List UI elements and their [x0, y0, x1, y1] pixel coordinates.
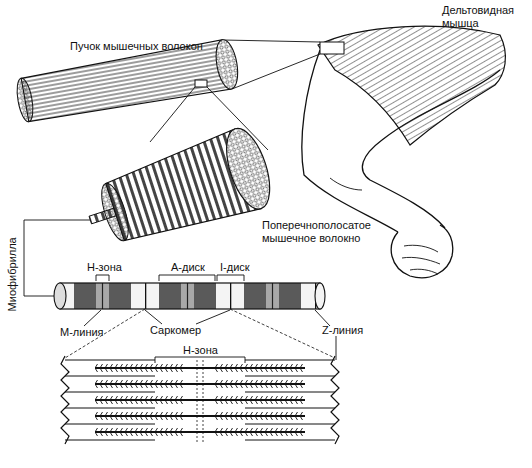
band-name: А-диск [171, 261, 205, 274]
band-name: Н-зона [87, 261, 122, 274]
band-bracket [96, 275, 244, 281]
band-name: Н-зона [183, 344, 218, 357]
line-name: М-линия [60, 326, 104, 339]
zoom-line [65, 309, 335, 358]
band-name: I-диск [220, 261, 250, 274]
muscle-fiber [77, 123, 278, 260]
myofibril [54, 283, 325, 309]
part-name: Миофибрилла [6, 224, 19, 324]
m-line [197, 360, 203, 444]
elbow-crease [330, 178, 362, 190]
line-name: Z-линия [322, 324, 363, 337]
part-name: Пучок мышечных волокон [70, 40, 203, 53]
fiber-bundle [14, 38, 241, 126]
z-line [331, 356, 339, 444]
sample-window [320, 42, 344, 54]
sample-window [195, 80, 207, 87]
filament-diagram [61, 356, 339, 444]
finger-lines [402, 245, 440, 274]
fist [391, 225, 453, 278]
z-line [61, 356, 69, 444]
part-name: Саркомер [150, 324, 201, 337]
leader-line [84, 310, 336, 360]
band-bracket [155, 357, 245, 363]
deltoid-muscle [318, 26, 505, 145]
part-name: Поперечнополосатое мышечное волокно [262, 219, 412, 244]
muscle-name: Дельтовидная мышца [442, 4, 528, 29]
